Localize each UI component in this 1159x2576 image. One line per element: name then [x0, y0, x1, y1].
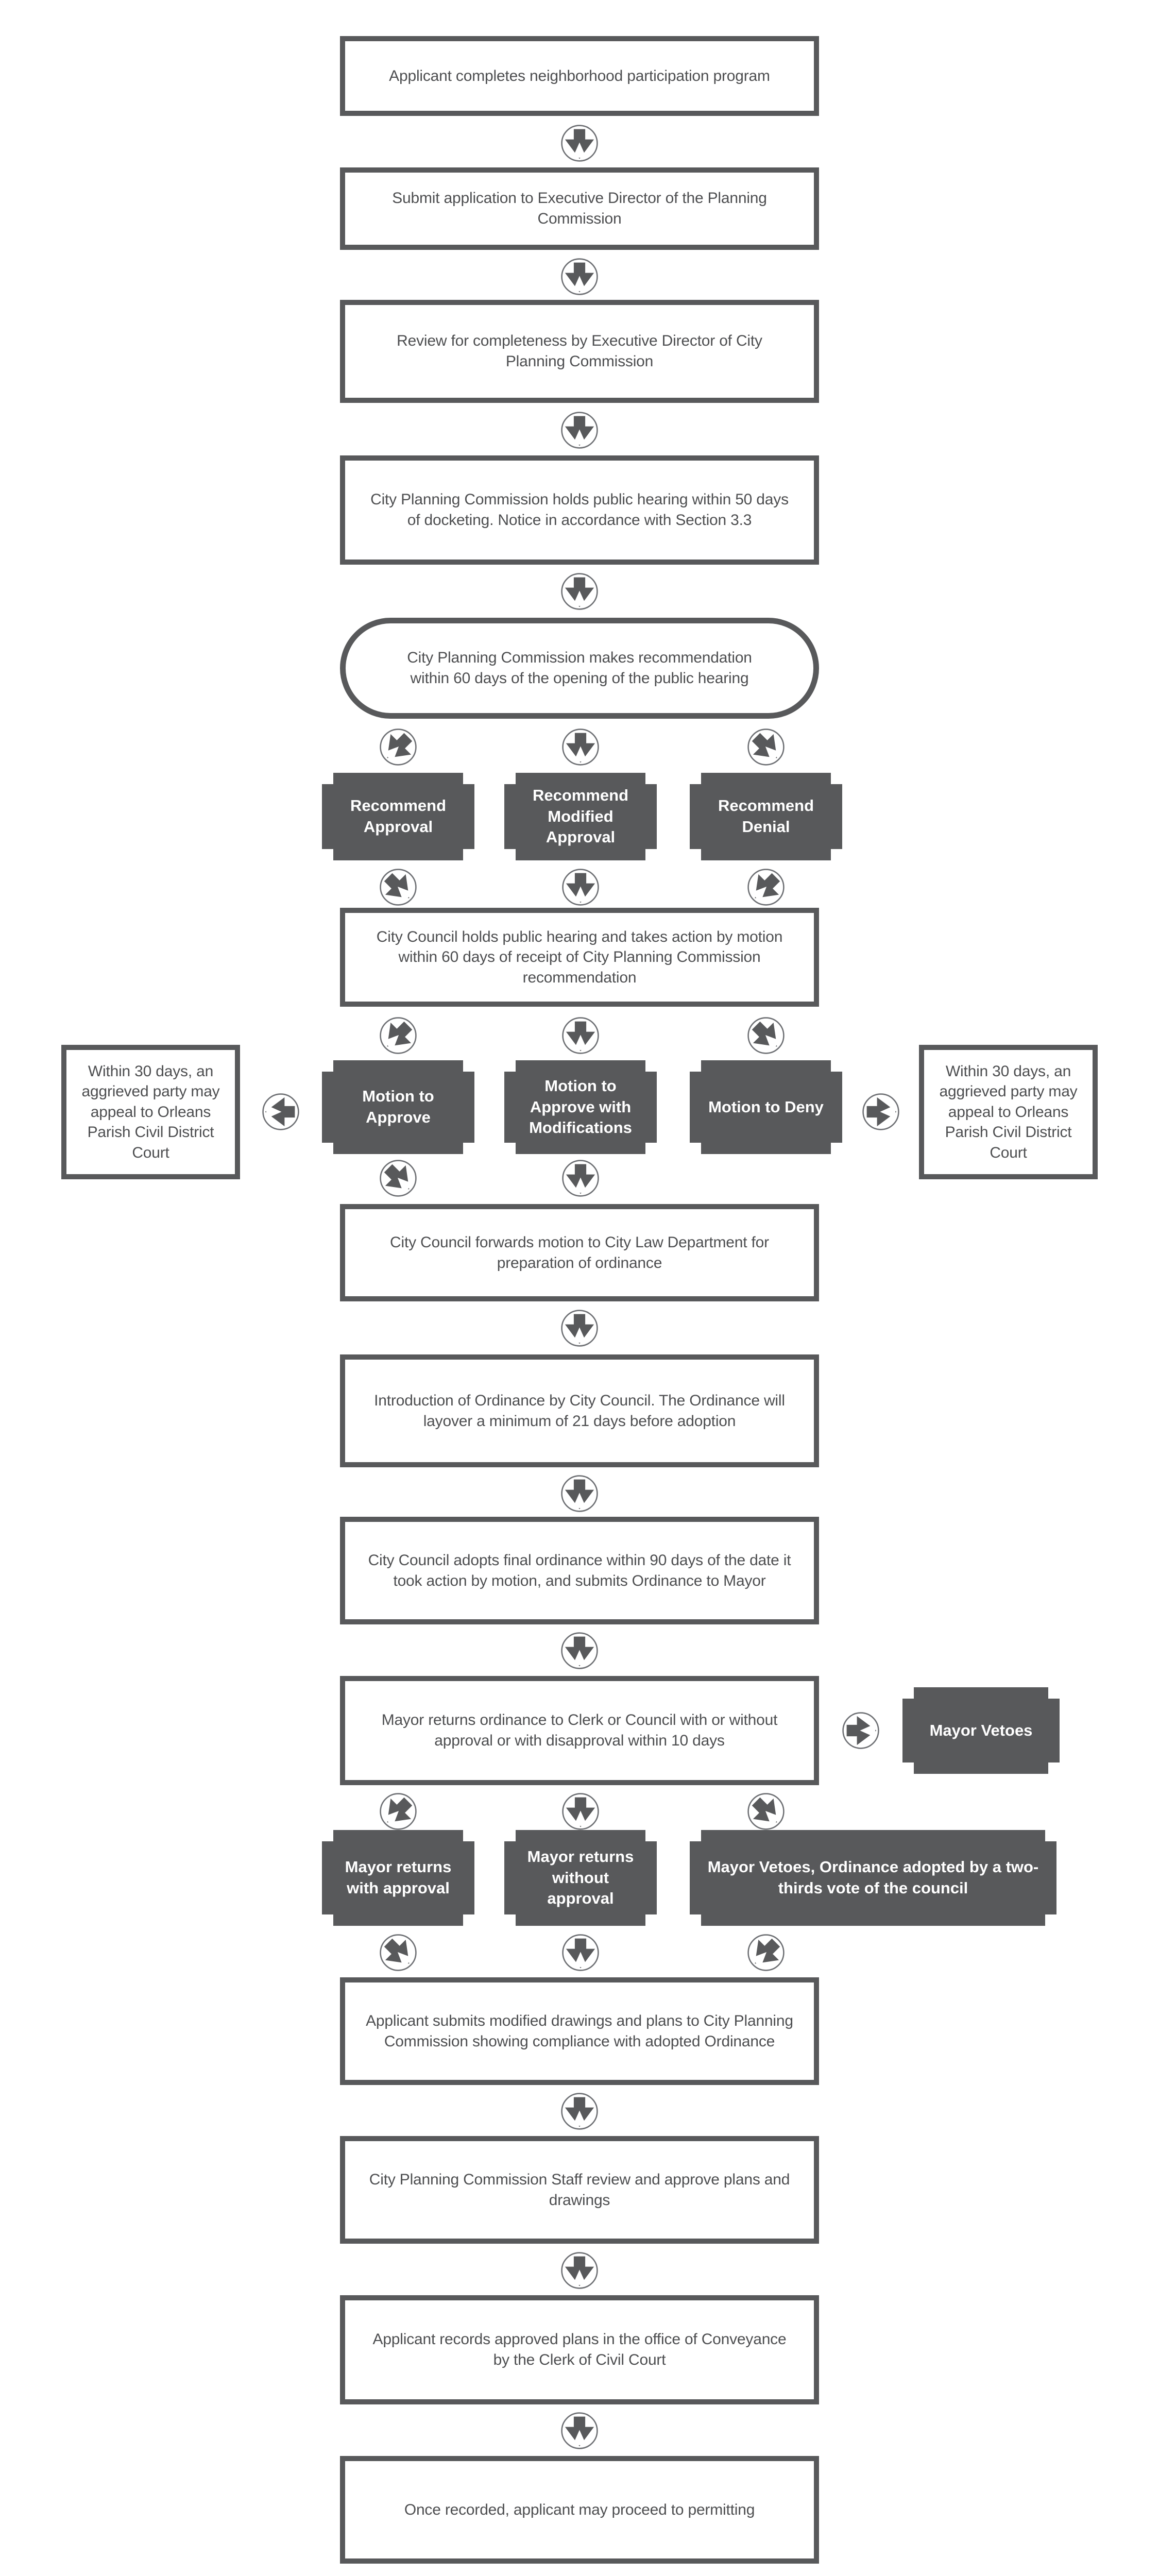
arrow-down-left-icon [740, 861, 792, 913]
option-motion-approve: Motion to Approve [322, 1060, 474, 1154]
arrow-down-left-icon [372, 721, 424, 773]
arrow-down-icon [560, 1309, 599, 1347]
arrow-down-right-icon [372, 861, 424, 913]
arrow-down-icon [561, 868, 600, 906]
arrow-right-icon [842, 1711, 880, 1750]
arrow-down-icon [560, 2092, 599, 2130]
step-applicant-npp: Applicant completes neighborhood partici… [340, 36, 819, 116]
step-mayor-returns-ordinance: Mayor returns ordinance to Clerk or Coun… [340, 1676, 819, 1785]
step-introduction-ordinance: Introduction of Ordinance by City Counci… [340, 1354, 819, 1467]
arrow-down-right-icon [740, 1786, 792, 1837]
arrow-down-icon [560, 258, 599, 296]
note-appeal-left: Within 30 days, an aggrieved party may a… [61, 1045, 240, 1179]
option-recommend-denial: Recommend Denial [690, 773, 842, 860]
arrow-left-icon [262, 1093, 300, 1131]
arrow-down-icon [560, 411, 599, 449]
arrow-down-right-icon [372, 1153, 424, 1204]
arrow-down-icon [560, 1475, 599, 1513]
step-cpc-recommendation: City Planning Commission makes recommend… [340, 618, 819, 719]
arrow-down-icon [561, 728, 600, 766]
step-record-plans: Applicant records approved plans in the … [340, 2295, 819, 2404]
arrow-down-right-icon [372, 1927, 424, 1978]
arrow-down-left-icon [740, 1927, 792, 1978]
arrow-down-icon [560, 2412, 599, 2450]
note-appeal-right: Within 30 days, an aggrieved party may a… [919, 1045, 1098, 1179]
arrow-down-icon [560, 572, 599, 611]
arrow-down-right-icon [740, 1010, 792, 1061]
step-cpc-public-hearing: City Planning Commission holds public he… [340, 455, 819, 565]
option-motion-deny: Motion to Deny [690, 1060, 842, 1154]
arrow-down-icon [560, 2251, 599, 2290]
arrow-down-icon [561, 1792, 600, 1831]
arrow-right-icon [862, 1093, 900, 1131]
arrow-down-icon [560, 1632, 599, 1670]
step-submit-application: Submit application to Executive Director… [340, 167, 819, 250]
step-council-public-hearing: City Council holds public hearing and ta… [340, 908, 819, 1007]
step-forward-motion: City Council forwards motion to City Law… [340, 1204, 819, 1301]
arrow-down-icon [561, 1159, 600, 1197]
option-mayor-returns-with-approval: Mayor returns with approval [322, 1830, 474, 1926]
arrow-down-right-icon [740, 721, 792, 773]
option-recommend-approval: Recommend Approval [322, 773, 474, 860]
arrow-down-left-icon [372, 1010, 424, 1061]
arrow-down-icon [560, 124, 599, 162]
option-mayor-vetoes: Mayor Vetoes [902, 1687, 1060, 1774]
arrow-down-icon [561, 1016, 600, 1055]
option-mayor-returns-without-approval: Mayor returns without approval [504, 1830, 657, 1926]
step-staff-review: City Planning Commission Staff review an… [340, 2136, 819, 2244]
option-motion-approve-modifications: Motion to Approve with Modifications [504, 1060, 657, 1154]
step-submit-modified-drawings: Applicant submits modified drawings and … [340, 1977, 819, 2085]
option-recommend-modified-approval: Recommend Modified Approval [504, 773, 657, 860]
step-permitting: Once recorded, applicant may proceed to … [340, 2456, 819, 2564]
step-adopt-final-ordinance: City Council adopts final ordinance with… [340, 1517, 819, 1624]
arrow-down-icon [561, 1934, 600, 1972]
arrow-down-left-icon [372, 1786, 424, 1837]
step-review-completeness: Review for completeness by Executive Dir… [340, 300, 819, 403]
option-mayor-vetoes-override: Mayor Vetoes, Ordinance adopted by a two… [690, 1830, 1056, 1926]
